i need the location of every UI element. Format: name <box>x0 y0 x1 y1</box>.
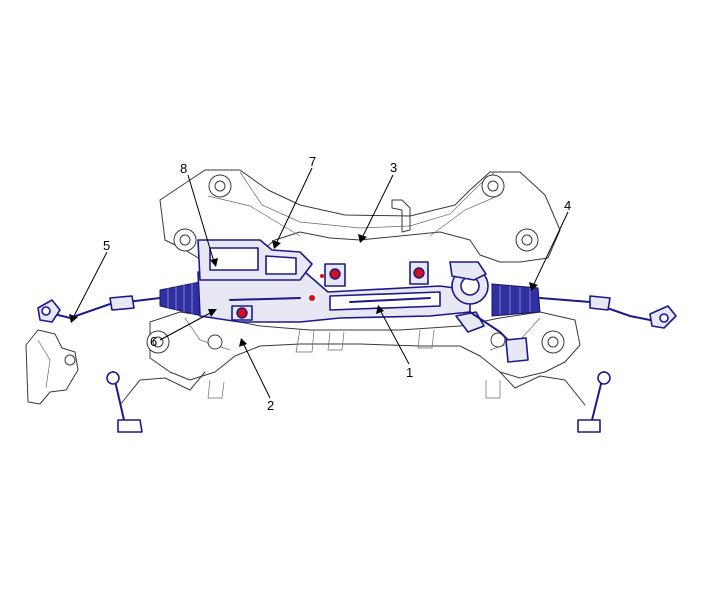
callout-labels: 1 2 3 4 5 6 7 8 <box>103 154 571 413</box>
left-knuckle-bracket <box>25 329 79 405</box>
gear-mount-bushings <box>231 261 429 321</box>
left-tie-rod-end <box>37 295 161 323</box>
left-bellows-boot <box>159 281 203 317</box>
pinion-housing <box>449 261 529 363</box>
callout-8: 8 <box>180 161 187 176</box>
electric-motor <box>197 239 313 281</box>
callout-4: 4 <box>564 198 571 213</box>
callout-5: 5 <box>103 238 110 253</box>
callout-6: 6 <box>150 334 157 349</box>
callout-1: 1 <box>406 365 413 380</box>
leader-lines <box>69 167 569 399</box>
subframe-mount-holes <box>146 174 565 354</box>
right-tie-rod-end <box>539 295 677 329</box>
left-stabilizer-link <box>106 371 143 433</box>
callout-2: 2 <box>267 398 274 413</box>
gear-housing <box>197 271 471 323</box>
right-stabilizer-link <box>577 371 611 433</box>
right-bellows-boot <box>491 283 541 317</box>
callout-7: 7 <box>309 154 316 169</box>
callout-3: 3 <box>390 160 397 175</box>
